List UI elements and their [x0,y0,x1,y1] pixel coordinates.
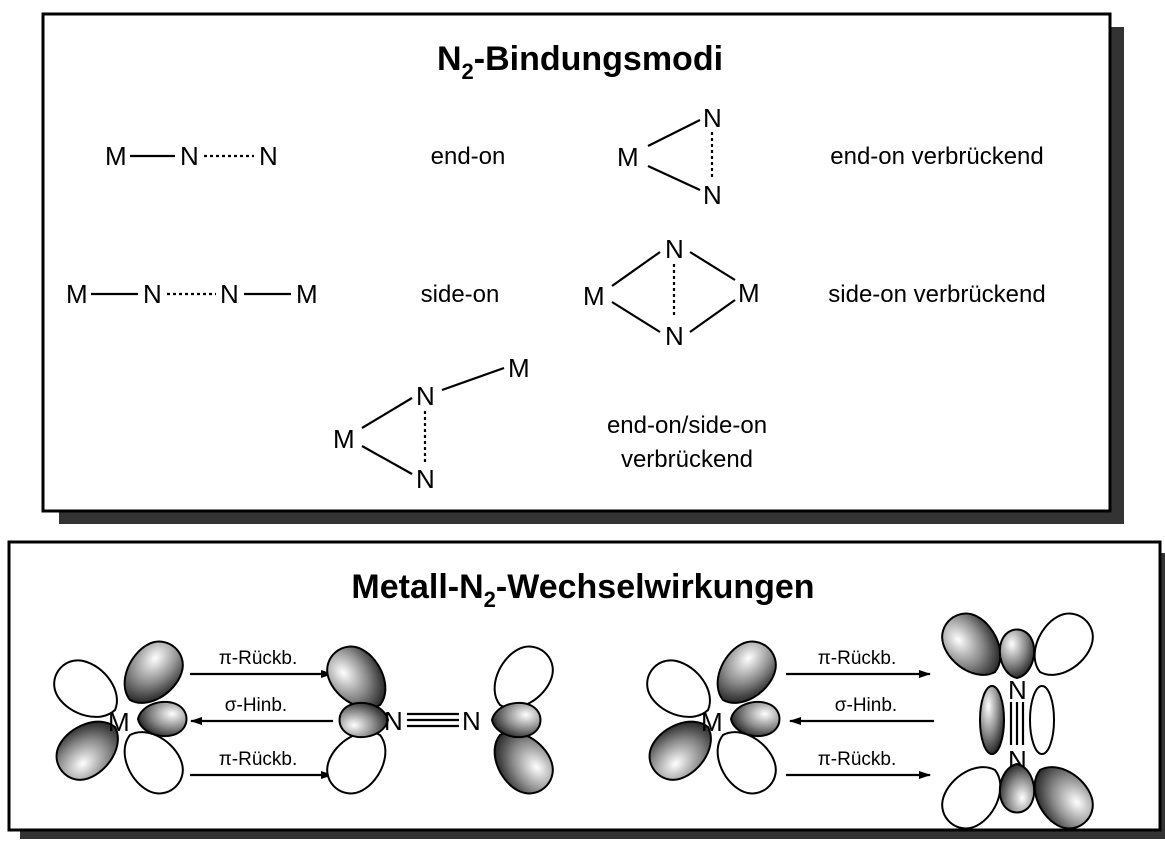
arrow-label-pi-back: π-Rückb. [818,749,897,770]
arrows-right: π-Rückb. σ-Hinb. π-Rückb. [786,648,934,779]
orbital-lobe [998,763,1036,814]
orbital-lobe [998,628,1036,679]
label-side-on-bridging: side-on verbrückend [828,281,1045,308]
label-side-on: side-on [421,281,500,308]
bond-m-n [647,119,701,147]
structure-side-on: M N N M [66,279,318,309]
structure-end-on: M N N [105,141,278,171]
atom-n: N [416,381,435,411]
atom-n: N [1008,675,1027,705]
atom-m: M [66,279,88,309]
bond-m-n [611,251,661,287]
atom-n: N [259,141,278,171]
atom-n: N [703,180,722,210]
arrows-left: π-Rückb. σ-Hinb. π-Rückb. [190,648,333,779]
bond-m-n [611,301,661,333]
atom-n: N [462,706,481,736]
atom-n: N [703,103,722,133]
structure-end-on-bridging: M N N [617,103,722,210]
arrow-label-pi-back: π-Rückb. [219,648,298,669]
atom-n: N [143,279,162,309]
atom-m: M [583,281,605,311]
panel-bonding-modes: N2-Bindungsmodi M N N end-on M N N end-o… [41,12,1124,524]
bond-n-m [689,299,736,333]
atom-m: M [108,707,130,737]
metal-orbitals-right: M [636,630,788,805]
dinitrogen-end-on: N N [315,635,565,805]
atom-n: N [665,234,684,264]
label-end-on-side-on-line1: end-on/side-on [607,412,767,439]
bond-m-n [361,397,413,429]
atom-m: M [105,141,127,171]
panel2-title: Metall-N2-Wechselwirkungen [351,568,814,612]
arrow-label-sigma: σ-Hinb. [225,695,287,716]
arrow-label-pi-back: π-Rückb. [219,749,298,770]
bond-m-n [647,165,701,191]
orbital-lobe [979,685,1005,755]
structure-end-on-side-on-bridging: M N N M [333,353,530,494]
atom-n: N [665,321,684,351]
label-end-on-bridging: end-on verbrückend [830,143,1043,170]
dinitrogen-side-on: N N [930,602,1105,840]
atom-m: M [617,142,639,172]
panel1-frame [41,12,1112,513]
bond-n-m [441,366,505,392]
arrow-label-pi-back: π-Rückb. [818,648,897,669]
atom-n: N [416,464,435,494]
orbital-lobe [338,701,389,739]
arrow-label-sigma: σ-Hinb. [835,695,897,716]
atom-m: M [296,279,318,309]
panel-metal-n2-interactions: Metall-N2-Wechselwirkungen M π-Rückb. σ-… [7,540,1165,840]
orbital-lobe [137,700,188,738]
atom-m: M [508,353,530,383]
atom-n: N [220,279,239,309]
orbital-lobe [1029,685,1055,755]
atom-m: M [333,424,355,454]
label-end-on: end-on [431,143,506,170]
bond-n-m [689,251,736,281]
atom-n: N [180,141,199,171]
metal-orbitals-left: M [43,630,195,805]
bond-m-n [361,445,413,475]
atom-n: N [384,706,403,736]
atom-m: M [738,278,760,308]
orbital-lobe [491,701,542,739]
atom-m: M [701,707,723,737]
label-end-on-side-on-line2: verbrückend [621,446,753,473]
orbital-lobe [730,700,781,738]
panel1-title: N2-Bindungsmodi [437,40,723,84]
structure-side-on-bridging: M N N M [583,234,760,351]
